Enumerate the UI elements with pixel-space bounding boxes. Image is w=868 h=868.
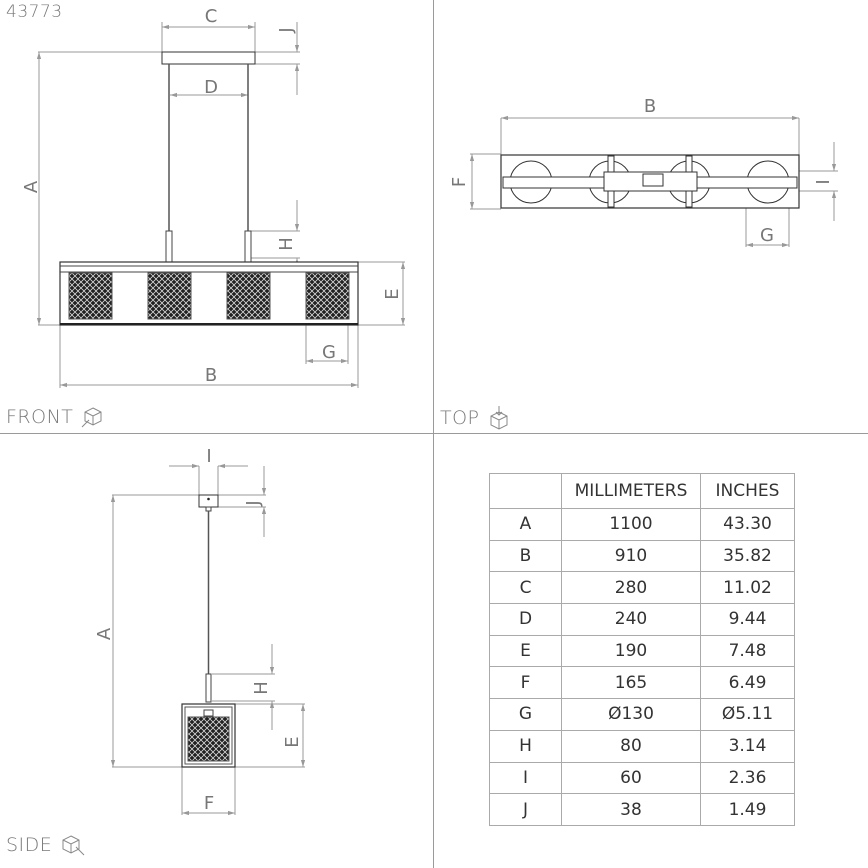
dim-cell: J	[489, 793, 562, 826]
dim-cell: E	[489, 634, 562, 668]
mm-cell: 38	[561, 793, 701, 826]
dim-cell: I	[489, 761, 562, 795]
dim-label-h: H	[276, 237, 297, 251]
top-dim-label-g: G	[760, 225, 774, 246]
model-number: 43773	[6, 2, 63, 22]
top-dim-label-f: F	[449, 177, 470, 187]
front-view-drawing: C D B G A J H E	[21, 6, 406, 388]
inch-cell: Ø5.11	[700, 698, 795, 731]
dim-label-a: A	[21, 180, 42, 193]
dim-label-j: J	[276, 27, 297, 33]
side-dim-label-f: F	[204, 793, 214, 814]
dim-cell: B	[489, 539, 562, 573]
cube-front-view-icon	[82, 407, 102, 428]
quadrant-divider-horizontal	[0, 433, 868, 434]
mm-cell: 240	[561, 603, 701, 636]
inch-cell: 9.44	[700, 603, 795, 636]
inch-cell: 35.82	[700, 539, 795, 573]
header-inches: INCHES	[700, 473, 795, 509]
dim-label-b: B	[205, 365, 217, 386]
side-view-panel: I F A J H E SIDE	[0, 434, 434, 868]
inch-cell: 6.49	[700, 666, 795, 700]
table-header-row: MILLIMETERS INCHES	[489, 473, 795, 509]
dim-cell: F	[489, 666, 562, 700]
side-dim-label-h: H	[251, 681, 272, 695]
mm-cell: 280	[561, 571, 701, 605]
top-dim-label-i: I	[813, 179, 834, 184]
dim-cell: H	[489, 729, 562, 763]
mm-cell: Ø130	[561, 698, 701, 731]
side-view-drawing: I F A J H E	[94, 446, 306, 816]
inch-cell: 43.30	[700, 508, 795, 541]
mm-cell: 910	[561, 539, 701, 573]
mm-cell: 1100	[561, 508, 701, 541]
dim-label-d: D	[204, 77, 218, 98]
inch-cell: 7.48	[700, 634, 795, 668]
side-view-label: SIDE	[6, 834, 86, 856]
dim-cell: A	[489, 508, 562, 541]
quadrant-divider-vertical	[433, 0, 434, 868]
mm-cell: 80	[561, 729, 701, 763]
inch-cell: 3.14	[700, 729, 795, 763]
side-dim-label-i: I	[206, 446, 211, 467]
dim-cell: D	[489, 603, 562, 636]
top-view-panel: B G F I TOP	[434, 0, 868, 434]
side-dim-label-j: J	[243, 500, 264, 506]
header-dim	[489, 473, 562, 509]
front-view-panel: 43773	[0, 0, 434, 434]
mm-cell: 165	[561, 666, 701, 700]
dim-label-g: G	[322, 342, 336, 363]
top-view-drawing: B G F I	[449, 96, 838, 248]
header-millimeters: MILLIMETERS	[561, 473, 701, 509]
cube-side-view-icon	[62, 835, 85, 856]
inch-cell: 1.49	[700, 793, 795, 826]
mm-cell: 60	[561, 761, 701, 795]
cube-top-view-icon	[490, 406, 508, 430]
inch-cell: 2.36	[700, 761, 795, 795]
side-view-title: SIDE	[6, 834, 53, 856]
side-dim-label-e: E	[282, 736, 303, 747]
top-view-title: TOP	[440, 407, 480, 429]
side-dim-label-a: A	[94, 627, 115, 640]
front-view-label: FRONT	[6, 406, 105, 428]
mm-cell: 190	[561, 634, 701, 668]
top-dim-label-b: B	[644, 96, 656, 117]
dim-cell: C	[489, 571, 562, 605]
dim-cell: G	[489, 698, 562, 731]
dim-label-c: C	[205, 6, 218, 27]
inch-cell: 11.02	[700, 571, 795, 605]
dim-label-e: E	[382, 288, 403, 299]
top-view-label: TOP	[440, 406, 510, 430]
front-view-title: FRONT	[6, 406, 74, 428]
